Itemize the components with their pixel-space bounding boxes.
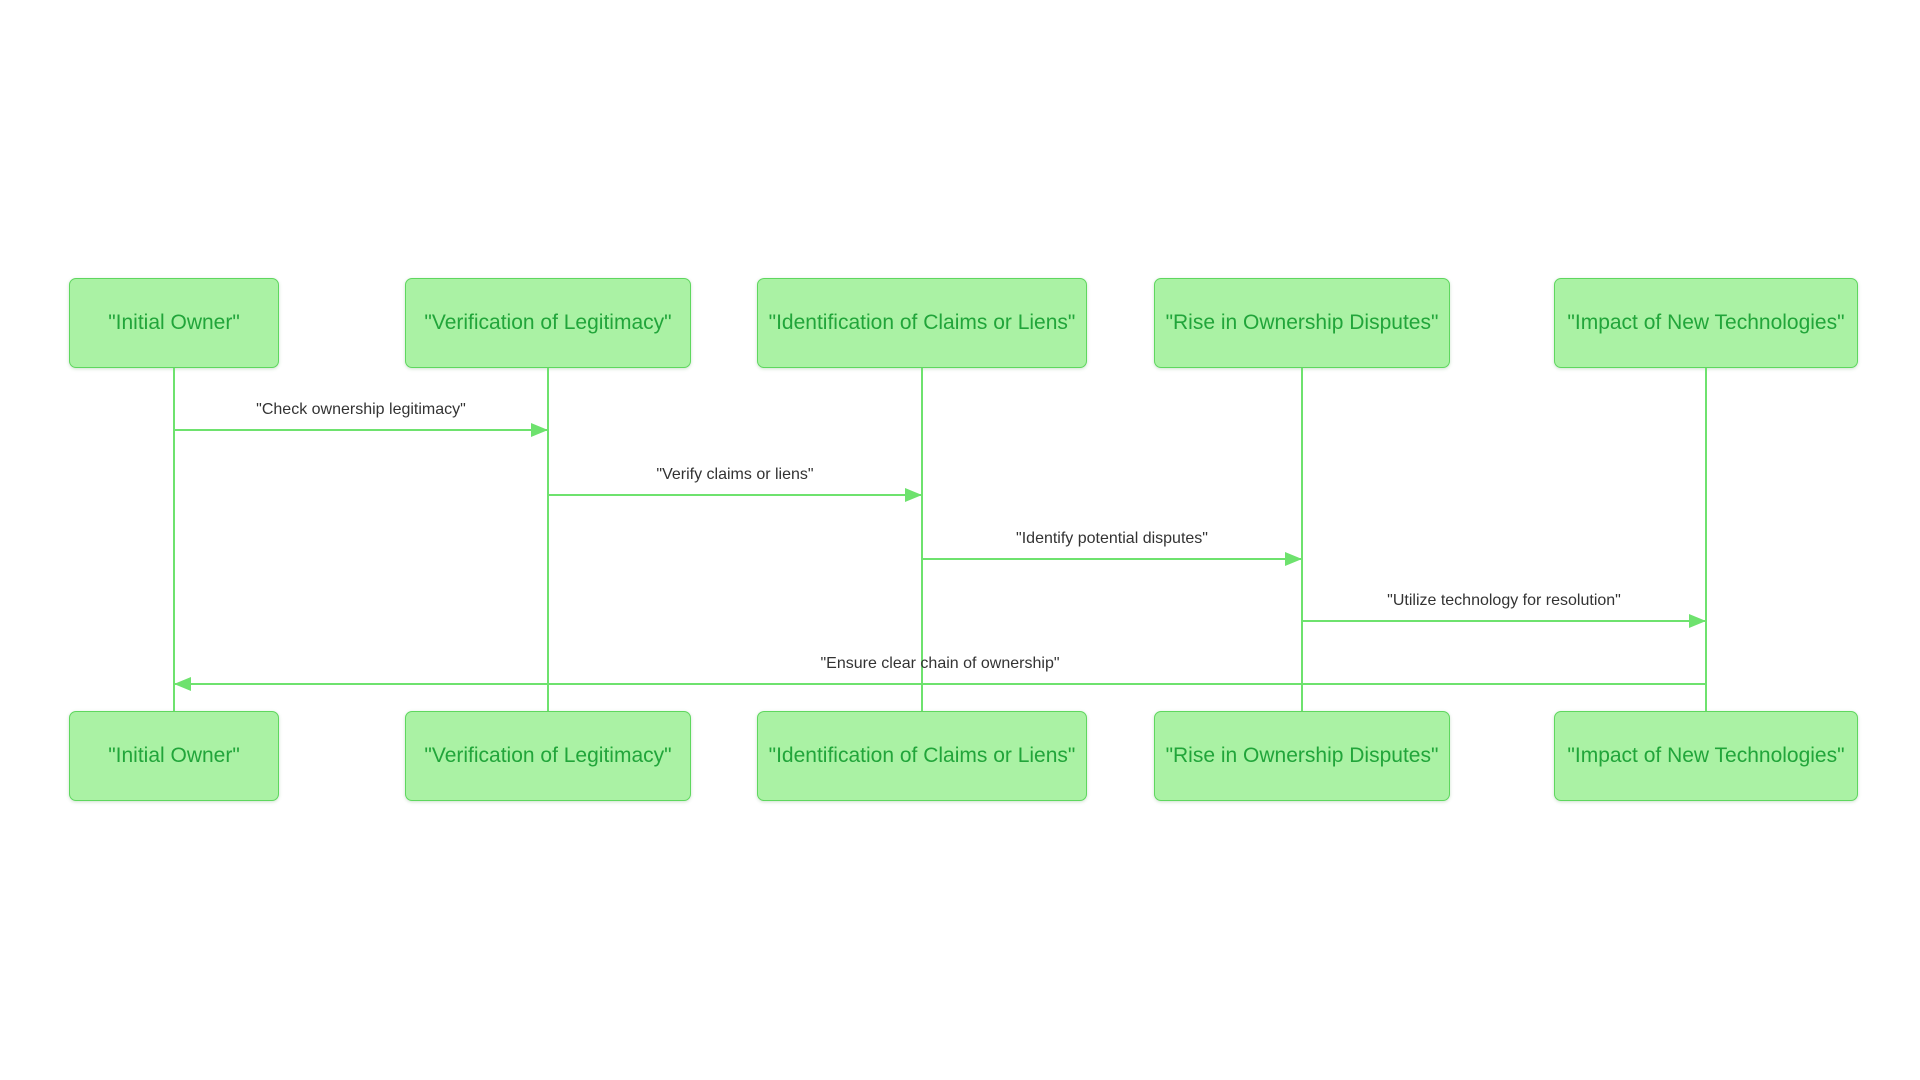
message-label-1: "Verify claims or liens" [656, 466, 814, 483]
message-line-3 [1302, 620, 1706, 622]
actor-label-top-verification-of-legitimacy: "Verification of Legitimacy" [424, 311, 672, 334]
message-line-4 [174, 683, 1706, 685]
message-arrowhead-icon-1 [905, 488, 922, 502]
message-arrowhead-icon-3 [1689, 614, 1706, 628]
actor-box-bottom-verification-of-legitimacy: "Verification of Legitimacy" [405, 711, 691, 801]
message-arrowhead-icon-2 [1285, 552, 1302, 566]
actor-box-top-impact-of-new-technologies: "Impact of New Technologies" [1554, 278, 1858, 368]
actor-label-bottom-initial-owner: "Initial Owner" [108, 744, 240, 767]
actor-box-bottom-identification-of-claims-or-liens: "Identification of Claims or Liens" [757, 711, 1087, 801]
lifeline-verification-of-legitimacy [547, 368, 549, 711]
message-line-2 [922, 558, 1302, 560]
message-arrowhead-icon-4 [174, 677, 191, 691]
actor-box-top-rise-in-ownership-disputes: "Rise in Ownership Disputes" [1154, 278, 1450, 368]
actor-box-bottom-rise-in-ownership-disputes: "Rise in Ownership Disputes" [1154, 711, 1450, 801]
actor-label-top-impact-of-new-technologies: "Impact of New Technologies" [1567, 311, 1845, 334]
message-line-1 [548, 494, 922, 496]
message-arrowhead-icon-0 [531, 423, 548, 437]
message-label-3: "Utilize technology for resolution" [1387, 592, 1621, 609]
actor-label-top-rise-in-ownership-disputes: "Rise in Ownership Disputes" [1165, 311, 1439, 334]
lifeline-initial-owner [173, 368, 175, 711]
lifeline-impact-of-new-technologies [1705, 368, 1707, 711]
actor-label-bottom-impact-of-new-technologies: "Impact of New Technologies" [1567, 744, 1845, 767]
actor-box-bottom-impact-of-new-technologies: "Impact of New Technologies" [1554, 711, 1858, 801]
message-line-0 [174, 429, 548, 431]
actor-box-top-identification-of-claims-or-liens: "Identification of Claims or Liens" [757, 278, 1087, 368]
lifeline-rise-in-ownership-disputes [1301, 368, 1303, 711]
actor-label-top-identification-of-claims-or-liens: "Identification of Claims or Liens" [768, 311, 1076, 334]
message-label-4: "Ensure clear chain of ownership" [820, 655, 1060, 672]
actor-box-bottom-initial-owner: "Initial Owner" [69, 711, 279, 801]
actor-label-bottom-verification-of-legitimacy: "Verification of Legitimacy" [424, 744, 672, 767]
message-label-2: "Identify potential disputes" [1016, 530, 1208, 547]
message-label-0: "Check ownership legitimacy" [256, 401, 466, 418]
actor-label-bottom-rise-in-ownership-disputes: "Rise in Ownership Disputes" [1165, 744, 1439, 767]
actor-label-top-initial-owner: "Initial Owner" [108, 311, 240, 334]
actor-label-bottom-identification-of-claims-or-liens: "Identification of Claims or Liens" [768, 744, 1076, 767]
lifeline-identification-of-claims-or-liens [921, 368, 923, 711]
actor-box-top-initial-owner: "Initial Owner" [69, 278, 279, 368]
actor-box-top-verification-of-legitimacy: "Verification of Legitimacy" [405, 278, 691, 368]
